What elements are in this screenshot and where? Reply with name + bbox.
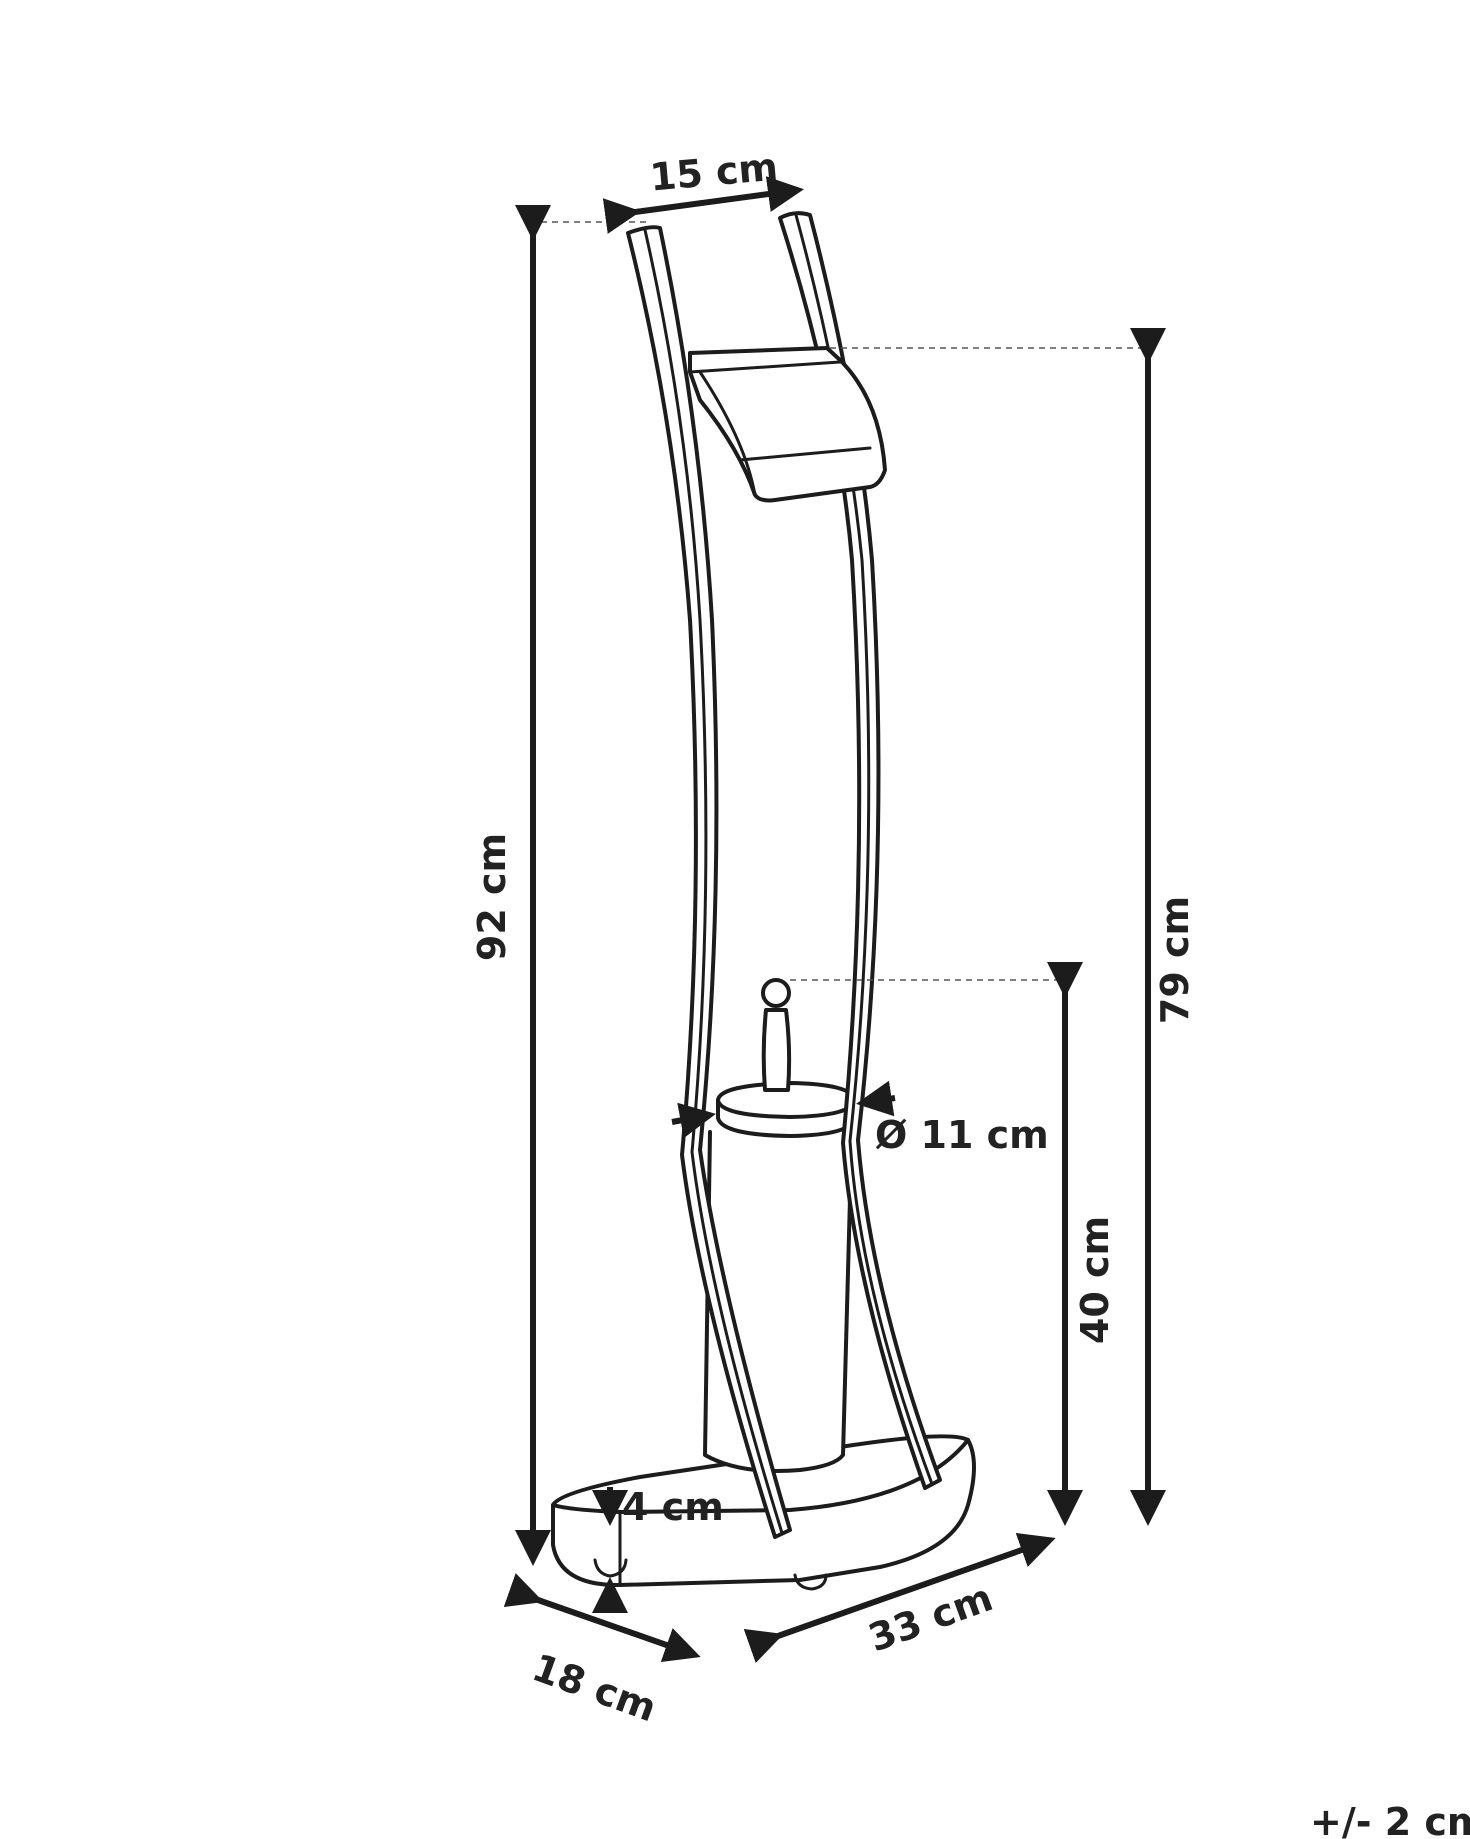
label-base-width: 33 cm — [863, 1575, 999, 1660]
brush-holder — [703, 978, 857, 1473]
dim-line-width-base — [743, 1533, 1056, 1663]
paper-holder — [688, 346, 887, 503]
label-width-top: 15 cm — [648, 145, 780, 200]
left-rail — [626, 225, 792, 1539]
label-height-paper: 79 cm — [1153, 896, 1197, 1024]
dim-arrow-diameter-right — [856, 1080, 896, 1117]
toilet-stand-drawing — [551, 211, 976, 1591]
label-base-thickness: 4 cm — [622, 1485, 724, 1529]
label-brush-diameter: Ø 11 cm — [875, 1113, 1049, 1157]
label-height-total: 92 cm — [470, 833, 514, 961]
dim-line-depth — [503, 1573, 701, 1663]
tolerance-note: +/- 2 cm — [1310, 1800, 1470, 1839]
dimension-lines — [503, 176, 1166, 1663]
dim-arrow-diameter-left — [671, 1102, 716, 1139]
dim-line-width-top — [602, 176, 804, 234]
label-base-depth: 18 cm — [527, 1645, 663, 1730]
label-height-brush: 40 cm — [1073, 1216, 1117, 1344]
